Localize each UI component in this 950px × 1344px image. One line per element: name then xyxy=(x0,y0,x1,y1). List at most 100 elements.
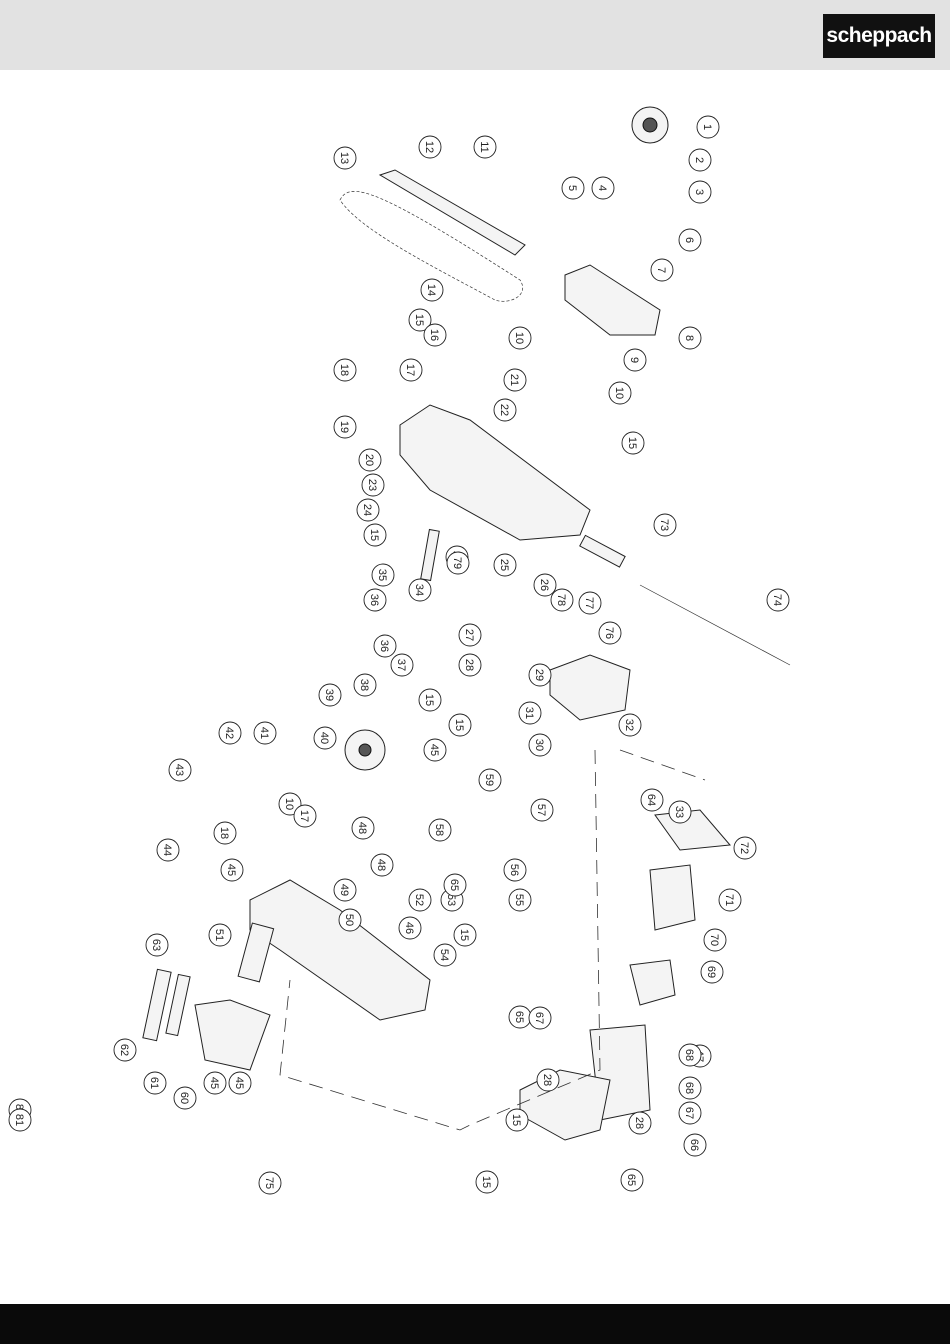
part-callout-70: 70 xyxy=(703,928,727,952)
part-callout-75: 75 xyxy=(258,1171,282,1195)
part-number: 57 xyxy=(535,804,547,816)
part-callout-45: 45 xyxy=(228,1071,252,1095)
part-callout-27: 27 xyxy=(458,623,482,647)
part-number: 44 xyxy=(161,844,173,856)
part-number: 70 xyxy=(708,934,720,946)
part-number: 45 xyxy=(233,1077,245,1089)
part-number: 13 xyxy=(338,152,350,164)
part-number: 50 xyxy=(343,914,355,926)
part-number: 48 xyxy=(375,859,387,871)
part-callout-10: 10 xyxy=(508,326,532,350)
part-number: 28 xyxy=(633,1117,645,1129)
part-number: 30 xyxy=(533,739,545,751)
part-number: 15 xyxy=(423,694,435,706)
part-callout-51: 51 xyxy=(208,923,232,947)
part-number: 55 xyxy=(513,894,525,906)
part-callout-40: 40 xyxy=(313,726,337,750)
part-number: 43 xyxy=(173,764,185,776)
part-number: 16 xyxy=(428,329,440,341)
part-number: 75 xyxy=(263,1177,275,1189)
brand-logo: scheppach xyxy=(823,14,935,58)
part-callout-17: 17 xyxy=(399,358,423,382)
part-number: 56 xyxy=(508,864,520,876)
part-callout-59: 59 xyxy=(478,768,502,792)
part-callout-32: 32 xyxy=(618,713,642,737)
part-callout-28: 28 xyxy=(628,1111,652,1135)
part-number: 20 xyxy=(363,454,375,466)
part-number: 45 xyxy=(428,744,440,756)
part-number: 59 xyxy=(483,774,495,786)
part-number: 81 xyxy=(13,1114,25,1126)
part-number: 15 xyxy=(453,719,465,731)
part-number: 68 xyxy=(683,1049,695,1061)
part-number: 46 xyxy=(403,922,415,934)
part-callout-48: 48 xyxy=(351,816,375,840)
part-callout-76: 76 xyxy=(598,621,622,645)
part-number: 73 xyxy=(658,519,670,531)
part-callout-15: 15 xyxy=(621,431,645,455)
part-callout-48: 48 xyxy=(370,853,394,877)
part-number: 45 xyxy=(208,1077,220,1089)
footer-bar xyxy=(0,1304,950,1344)
part-number: 23 xyxy=(366,479,378,491)
part-callout-73: 73 xyxy=(653,513,677,537)
exploded-parts-diagram: 1234567891010101112131415151515151515151… xyxy=(8,106,791,1195)
part-number: 31 xyxy=(523,707,535,719)
part-number: 49 xyxy=(338,884,350,896)
part-callout-66: 66 xyxy=(683,1133,707,1157)
part-callout-77: 77 xyxy=(578,591,602,615)
part-number: 78 xyxy=(555,594,567,606)
part-callout-28: 28 xyxy=(458,653,482,677)
part-number: 19 xyxy=(338,421,350,433)
part-callout-8: 8 xyxy=(678,326,702,350)
part-number: 74 xyxy=(771,594,783,606)
part-callout-55: 55 xyxy=(508,888,532,912)
part-callout-7: 7 xyxy=(650,258,674,282)
part-number: 18 xyxy=(218,827,230,839)
part-callout-58: 58 xyxy=(428,818,452,842)
part-callout-17: 17 xyxy=(293,804,317,828)
part-callout-19: 19 xyxy=(333,415,357,439)
part-number: 68 xyxy=(683,1082,695,1094)
part-number: 10 xyxy=(613,387,625,399)
part-number: 29 xyxy=(533,669,545,681)
part-callout-65: 65 xyxy=(443,873,467,897)
part-callout-61: 61 xyxy=(143,1071,167,1095)
part-number: 79 xyxy=(451,557,463,569)
part-number: 69 xyxy=(705,966,717,978)
part-callout-60: 60 xyxy=(173,1086,197,1110)
part-callout-28: 28 xyxy=(536,1068,560,1092)
part-callout-18: 18 xyxy=(213,821,237,845)
part-number: 34 xyxy=(413,584,425,596)
part-number: 38 xyxy=(358,679,370,691)
part-callout-9: 9 xyxy=(623,348,647,372)
part-callout-68: 68 xyxy=(678,1043,702,1067)
part-number: 63 xyxy=(150,939,162,951)
part-number: 77 xyxy=(583,597,595,609)
part-number: 67 xyxy=(683,1107,695,1119)
part-number: 41 xyxy=(258,727,270,739)
part-callout-29: 29 xyxy=(528,663,552,687)
part-number: 7 xyxy=(655,267,667,273)
part-number: 35 xyxy=(376,569,388,581)
part-number: 8 xyxy=(683,335,695,341)
part-number: 40 xyxy=(318,732,330,744)
part-number: 9 xyxy=(628,357,640,363)
part-number: 48 xyxy=(356,822,368,834)
part-callout-57: 57 xyxy=(530,798,554,822)
part-number: 61 xyxy=(148,1077,160,1089)
part-number: 14 xyxy=(425,284,437,296)
part-callout-37: 37 xyxy=(390,653,414,677)
part-number: 33 xyxy=(673,806,685,818)
part-callout-23: 23 xyxy=(361,473,385,497)
part-callout-35: 35 xyxy=(371,563,395,587)
part-number: 28 xyxy=(463,659,475,671)
part-callout-15: 15 xyxy=(418,688,442,712)
part-callout-81: 81 xyxy=(8,1108,32,1132)
part-number: 67 xyxy=(533,1012,545,1024)
part-callout-43: 43 xyxy=(168,758,192,782)
part-number: 15 xyxy=(368,529,380,541)
part-number: 27 xyxy=(463,629,475,641)
part-number: 66 xyxy=(688,1139,700,1151)
part-number: 15 xyxy=(458,929,470,941)
